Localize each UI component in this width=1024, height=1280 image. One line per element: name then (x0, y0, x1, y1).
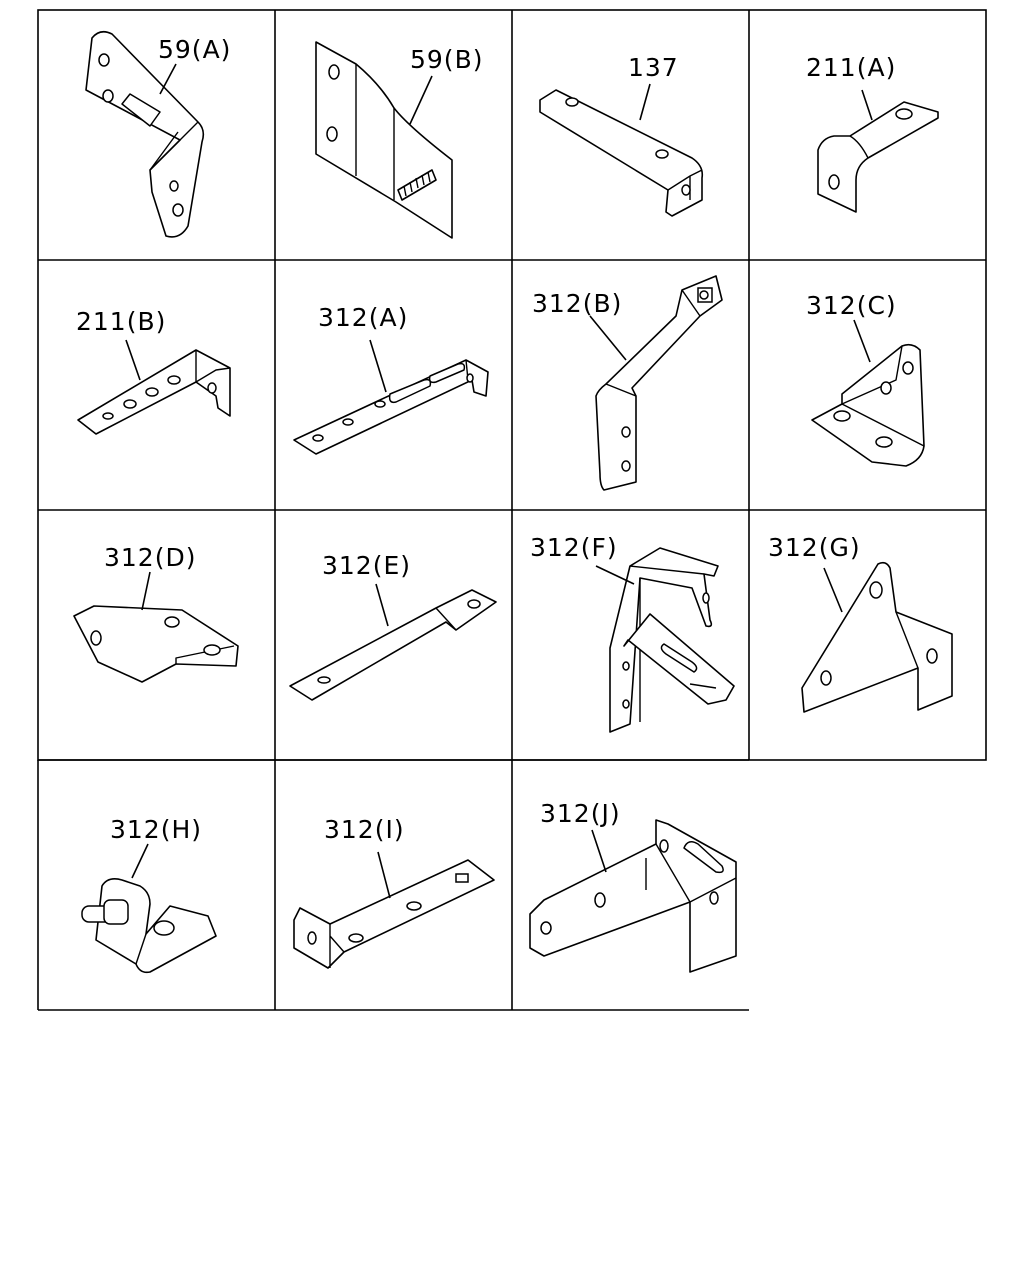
grid (37, 9, 987, 1011)
label-312i: 312(I) (324, 815, 405, 844)
part-312a[interactable]: 312(A) (293, 303, 489, 455)
part-312h[interactable]: 312(H) (81, 815, 217, 974)
part-312c[interactable]: 312(C) (806, 291, 925, 467)
label-59b: 59(B) (410, 45, 483, 74)
label-312g: 312(G) (768, 533, 861, 562)
part-59b[interactable]: 59(B) (315, 41, 483, 239)
label-211a: 211(A) (806, 53, 896, 82)
label-137: 137 (628, 53, 679, 82)
part-312d[interactable]: 312(D) (73, 543, 239, 683)
label-211b: 211(B) (76, 307, 166, 336)
part-312e[interactable]: 312(E) (289, 551, 497, 701)
part-312f[interactable]: 312(F) (530, 533, 735, 733)
label-59a: 59(A) (158, 35, 231, 64)
label-312e: 312(E) (322, 551, 411, 580)
label-312f: 312(F) (530, 533, 618, 562)
part-137[interactable]: 137 (539, 53, 704, 217)
part-211b[interactable]: 211(B) (76, 307, 231, 435)
part-312g[interactable]: 312(G) (768, 533, 953, 713)
label-312d: 312(D) (104, 543, 196, 572)
part-312j[interactable]: 312(J) (529, 799, 737, 973)
label-312b: 312(B) (532, 289, 622, 318)
part-312b[interactable]: 312(B) (532, 275, 723, 491)
part-312i[interactable]: 312(I) (293, 815, 495, 969)
label-312h: 312(H) (110, 815, 202, 844)
label-312a: 312(A) (318, 303, 408, 332)
part-59a[interactable]: 59(A) (85, 30, 231, 238)
label-312j: 312(J) (540, 799, 621, 828)
label-312c: 312(C) (806, 291, 897, 320)
part-211a[interactable]: 211(A) (806, 53, 939, 213)
